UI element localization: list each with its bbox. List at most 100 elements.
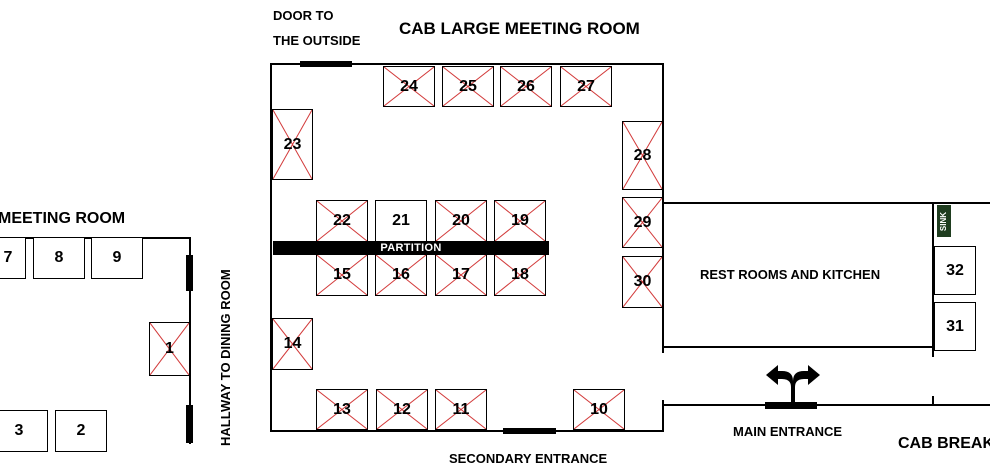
- partition: PARTITION: [273, 241, 549, 255]
- secondary-entrance-door: [503, 428, 556, 434]
- booth-number: 7: [3, 249, 13, 266]
- booth-11[interactable]: 11: [435, 389, 487, 430]
- taken-cross-icon: [150, 323, 189, 375]
- booth-number: 27: [577, 77, 595, 95]
- booth-number: 24: [400, 77, 418, 95]
- booth-number: 2: [76, 422, 86, 439]
- taken-cross-icon: [495, 255, 545, 295]
- booth-9[interactable]: 9: [91, 237, 143, 279]
- door-to-outside: [300, 61, 352, 67]
- booth-30[interactable]: 30: [622, 256, 663, 308]
- booth-number: 25: [459, 77, 477, 95]
- left-room-door-upper: [186, 255, 193, 291]
- left-meeting-room-label: MEETING ROOM: [0, 210, 126, 227]
- taken-cross-icon: [623, 122, 662, 189]
- main-entrance-door: [765, 402, 817, 409]
- booth-number: 31: [946, 317, 964, 335]
- left-room-right-wall: [189, 237, 191, 444]
- rest-rooms-kitchen-label: REST ROOMS AND KITCHEN: [700, 267, 881, 282]
- taken-cross-icon: [317, 255, 367, 295]
- main-entrance-label: MAIN ENTRANCE: [733, 424, 843, 439]
- booth-7[interactable]: 7: [0, 237, 26, 279]
- cab-break-room-label: CAB BREAK: [898, 435, 990, 452]
- booth-number: 15: [333, 266, 351, 283]
- booth-number: 23: [283, 135, 302, 153]
- booth-28[interactable]: 28: [622, 121, 663, 190]
- sink-label: SINK: [939, 211, 949, 231]
- booth-number: 21: [392, 212, 410, 229]
- large-room-right-wall-lower: [662, 400, 664, 432]
- booth-27[interactable]: 27: [560, 66, 612, 107]
- taken-cross-icon: [317, 390, 367, 429]
- booth-3[interactable]: 3: [0, 410, 48, 452]
- taken-cross-icon: [377, 390, 427, 429]
- booth-number: 32: [946, 261, 964, 279]
- booth-number: 14: [283, 335, 302, 352]
- taken-cross-icon: [273, 319, 312, 369]
- booth-1[interactable]: 1: [149, 322, 190, 376]
- booth-32[interactable]: 32: [934, 246, 976, 295]
- booth-number: 3: [14, 422, 24, 439]
- booth-10[interactable]: 10: [573, 389, 625, 430]
- booth-15[interactable]: 15: [316, 254, 368, 296]
- booth-number: 11: [452, 400, 470, 418]
- door-outside-label-line2: THE OUTSIDE: [273, 33, 361, 48]
- booth-8[interactable]: 8: [33, 237, 85, 279]
- booth-18[interactable]: 18: [494, 254, 546, 296]
- taken-cross-icon: [501, 67, 551, 106]
- taken-cross-icon: [623, 198, 662, 247]
- booth-29[interactable]: 29: [622, 197, 663, 248]
- booth-2[interactable]: 2: [55, 410, 107, 452]
- booth-16[interactable]: 16: [375, 254, 427, 296]
- booth-24[interactable]: 24: [383, 66, 435, 107]
- booth-19[interactable]: 19: [494, 200, 546, 242]
- booth-number: 26: [517, 77, 535, 95]
- taken-cross-icon: [443, 67, 493, 106]
- left-room-door-lower: [186, 405, 193, 443]
- taken-cross-icon: [623, 257, 662, 307]
- taken-cross-icon: [495, 201, 545, 241]
- rest-rooms-top-wall: [662, 202, 990, 204]
- taken-cross-icon: [384, 67, 434, 106]
- booth-number: 29: [633, 213, 652, 231]
- large-meeting-room-label: CAB LARGE MEETING ROOM: [399, 19, 640, 38]
- booth-26[interactable]: 26: [500, 66, 552, 107]
- booth-20[interactable]: 20: [435, 200, 487, 242]
- large-room-bottom-wall: [270, 430, 664, 432]
- booth-number: 9: [112, 249, 122, 266]
- taken-cross-icon: [376, 255, 426, 295]
- booth-number: 30: [633, 273, 652, 290]
- taken-cross-icon: [436, 255, 486, 295]
- taken-cross-icon: [574, 390, 624, 429]
- booth-31[interactable]: 31: [934, 302, 976, 351]
- large-room-right-wall-middle: [662, 193, 664, 353]
- rest-rooms-right-wall: [932, 202, 934, 357]
- taken-cross-icon: [317, 201, 367, 241]
- double-headed-curved-arrow-icon: [766, 365, 820, 403]
- booth-number: 18: [511, 266, 529, 283]
- booth-13[interactable]: 13: [316, 389, 368, 430]
- break-room-wall-stub: [932, 396, 934, 406]
- rest-rooms-bottom-wall: [662, 346, 932, 348]
- booth-number: 19: [511, 212, 529, 229]
- large-room-left-wall: [270, 63, 272, 432]
- sink: SINK: [937, 205, 951, 237]
- booth-22[interactable]: 22: [316, 200, 368, 242]
- booth-12[interactable]: 12: [376, 389, 428, 430]
- booth-number: 8: [54, 249, 64, 266]
- booth-number: 28: [633, 146, 652, 164]
- booth-number: 10: [590, 400, 608, 418]
- booth-number: 20: [452, 212, 470, 229]
- secondary-entrance-label: SECONDARY ENTRANCE: [449, 451, 608, 466]
- large-room-top-wall: [270, 63, 664, 65]
- booth-23[interactable]: 23: [272, 109, 313, 180]
- booth-21[interactable]: 21: [375, 200, 427, 242]
- booth-number: 13: [333, 400, 351, 418]
- booth-25[interactable]: 25: [442, 66, 494, 107]
- booth-14[interactable]: 14: [272, 318, 313, 370]
- booth-number: 16: [392, 266, 410, 283]
- booth-17[interactable]: 17: [435, 254, 487, 296]
- taken-cross-icon: [436, 390, 486, 429]
- large-room-right-wall-upper: [662, 63, 664, 193]
- booth-number: 22: [333, 212, 351, 229]
